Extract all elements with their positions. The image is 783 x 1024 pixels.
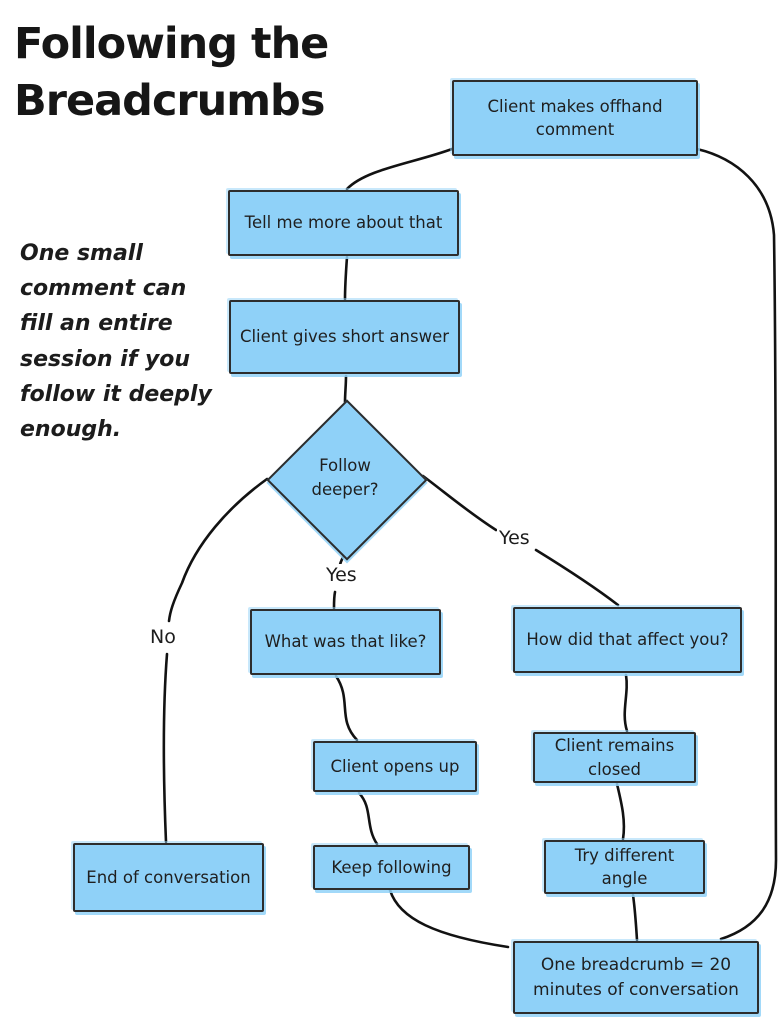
node-label: Client makes offhand comment [487, 96, 663, 139]
edge-remains-closed-to-try-angle [615, 782, 626, 841]
edge-yes-right-to-how-did-affect [534, 548, 620, 607]
node-client-opens-up: Client opens up [313, 741, 477, 792]
node-client-makes-offhand-comment: Client makes offhand comment [452, 80, 698, 156]
node-label: Client opens up [330, 756, 460, 776]
node-try-different-angle: Try different angle [544, 840, 705, 894]
decision-follow-deeper: Follow deeper? [266, 399, 428, 561]
node-how-did-that-affect-you: How did that affect you? [513, 607, 742, 673]
node-end-of-conversation: End of conversation [73, 843, 264, 912]
edge-label-yes-center: Yes [324, 564, 359, 586]
node-label: One breadcrumb = 20 minutes of conversat… [533, 955, 739, 1000]
edge-offhand-to-tell-me-more [345, 147, 454, 191]
node-label: Follow deeper? [311, 456, 379, 499]
edge-tell-me-more-to-short-answer [343, 255, 349, 301]
edge-follow-deeper-yes-right-upper [421, 474, 498, 532]
edge-loopback-offhand-to-breadcrumb [695, 147, 778, 941]
edge-no-to-end-of-conversation [162, 652, 169, 844]
edge-try-angle-to-breadcrumb [631, 893, 639, 942]
node-label: Client gives short answer [239, 327, 450, 347]
edge-opens-up-to-keep-following [357, 791, 379, 846]
node-client-gives-short-answer: Client gives short answer [229, 300, 460, 374]
node-label: End of conversation [86, 867, 251, 887]
edge-how-to-remains-closed [623, 673, 629, 733]
side-note: One small comment can fill an entire ses… [20, 241, 212, 442]
node-client-remains-closed: Client remains closed [533, 732, 696, 783]
node-one-breadcrumb-equals-20-minutes: One breadcrumb = 20 minutes of conversat… [513, 941, 759, 1014]
node-label: How did that affect you? [526, 630, 729, 650]
node-label: Try different angle [574, 845, 675, 888]
node-label: Keep following [331, 857, 452, 877]
node-label: Tell me more about that [244, 213, 443, 233]
node-what-was-that-like: What was that like? [250, 609, 441, 675]
edge-yes-to-what-was-that-like [332, 590, 337, 610]
edge-label-no: No [148, 626, 178, 648]
node-label: What was that like? [264, 632, 427, 652]
node-tell-me-more: Tell me more about that [228, 190, 459, 256]
page-title: Following the Breadcrumbs [14, 19, 329, 126]
node-label: Client remains closed [554, 736, 675, 779]
edge-follow-deeper-no-upper [167, 477, 269, 623]
edge-label-yes-right: Yes [497, 527, 532, 549]
node-keep-following: Keep following [313, 845, 470, 890]
edge-short-answer-to-follow-deeper [343, 374, 348, 404]
edge-keep-following-to-breadcrumb [388, 888, 510, 949]
edge-what-to-opens-up [334, 674, 359, 742]
